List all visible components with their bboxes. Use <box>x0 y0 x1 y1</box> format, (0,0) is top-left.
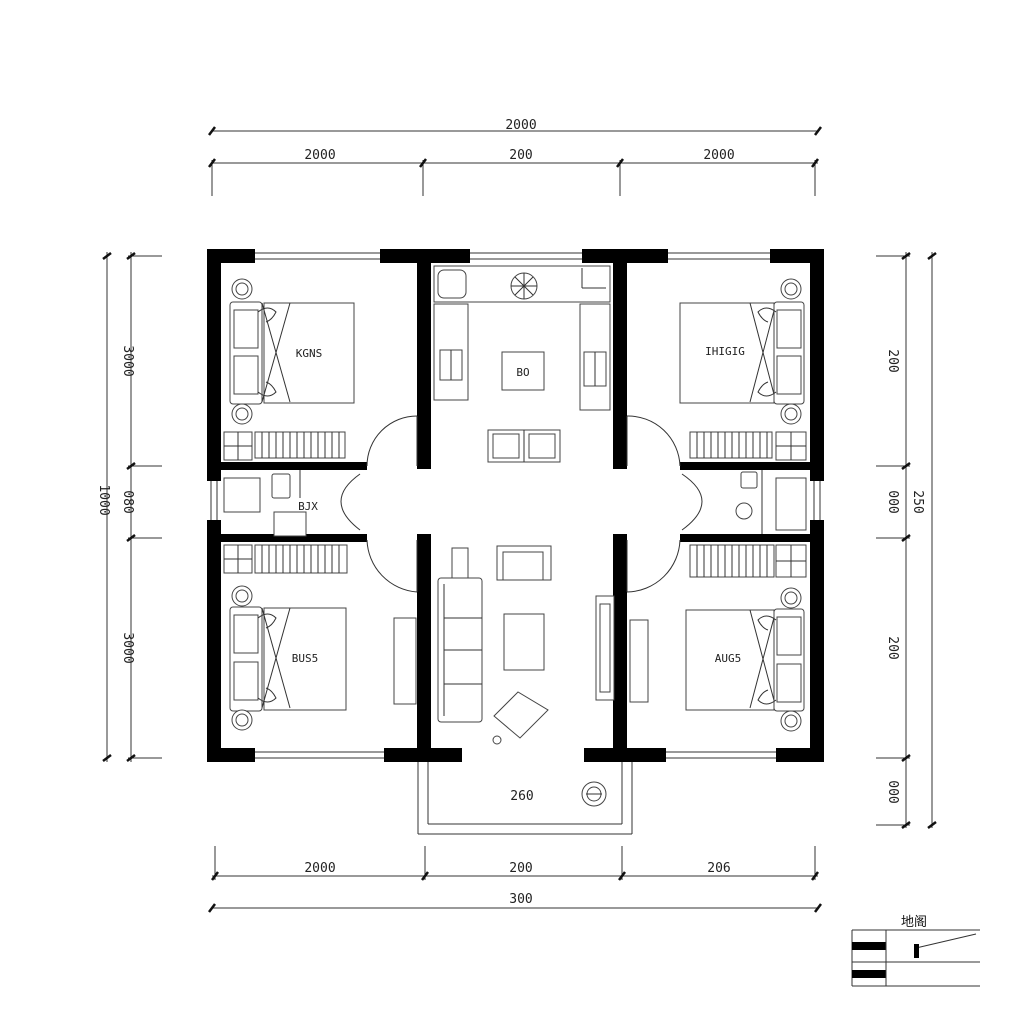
bottom-dimension-2: 200 <box>509 861 532 876</box>
bottom-dimensions: 2000 200 206 300 <box>208 846 822 913</box>
top-dimension-2: 200 <box>509 148 532 163</box>
right-dimension-2: 000 <box>885 490 900 513</box>
top-dimension-3: 2000 <box>703 148 734 163</box>
left-dimensions: 1000 3000 080 3000 <box>96 252 162 762</box>
legend-title: 地阁 <box>901 915 927 930</box>
bathroom-left: BJX <box>223 470 318 537</box>
bedroom-bottom-right-label: AUG5 <box>715 652 742 665</box>
left-dimension-2: 080 <box>120 490 135 513</box>
top-dimension-1: 2000 <box>304 148 335 163</box>
balcony-label: 260 <box>510 789 533 804</box>
left-dimension-3: 3000 <box>120 632 135 663</box>
interior-walls <box>221 249 810 762</box>
central-room: BO <box>433 265 611 463</box>
exterior-walls <box>207 249 824 762</box>
bedroom-top-left-label: KGNS <box>296 347 323 360</box>
right-dimension-3: 200 <box>885 636 900 659</box>
center-room-label: BO <box>516 366 529 379</box>
window-openings <box>210 252 821 759</box>
left-dimension-1: 3000 <box>120 345 135 376</box>
top-total-dimension: 2000 <box>505 118 536 133</box>
right-total-dimension: 250 <box>910 490 925 513</box>
right-dimensions: 200 000 200 000 250 <box>876 252 937 829</box>
right-dimension-4: 000 <box>885 780 900 803</box>
bedroom-bottom-right: AUG5 <box>629 544 807 732</box>
balcony: 260 <box>417 762 633 835</box>
doors <box>340 415 703 593</box>
right-dimension-1: 200 <box>885 349 900 372</box>
bathroom-right <box>735 470 807 534</box>
bedroom-top-right-label: IHIGIG <box>705 345 745 358</box>
left-total-dimension: 1000 <box>96 484 111 515</box>
bathroom-left-label: BJX <box>298 500 318 513</box>
legend: 地阁 <box>851 915 980 987</box>
bottom-total-dimension: 300 <box>509 892 532 907</box>
bottom-dimension-3: 206 <box>707 861 730 876</box>
bedroom-top-right: IHIGIG <box>679 278 807 461</box>
bottom-dimension-1: 2000 <box>304 861 335 876</box>
bedroom-bottom-left: BUS5 <box>223 544 417 731</box>
bedroom-bottom-left-label: BUS5 <box>292 652 319 665</box>
top-dimensions: 2000 2000 200 2000 <box>208 118 822 196</box>
bedroom-top-left: KGNS <box>223 278 355 461</box>
living-area <box>437 545 615 745</box>
